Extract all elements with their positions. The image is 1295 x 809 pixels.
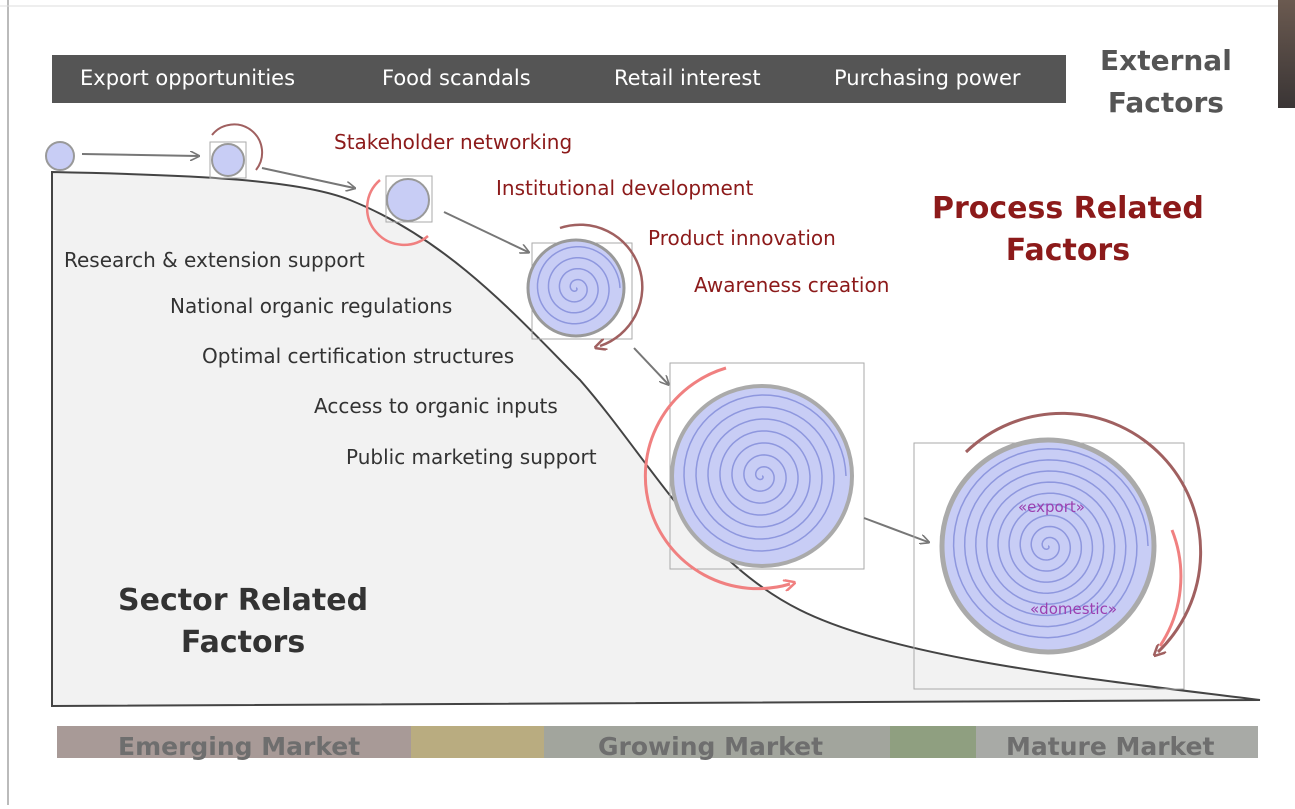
market-transition-2: [890, 726, 976, 758]
external-item-retail: Retail interest: [614, 66, 761, 90]
sector-factor-certification: Optimal certification structures: [202, 344, 515, 368]
external-item-purchasing: Purchasing power: [834, 66, 1021, 90]
process-title-line-2: Factors: [1005, 233, 1131, 268]
process-factor-institutional: Institutional development: [496, 176, 754, 200]
process-factor-stakeholder: Stakeholder networking: [334, 130, 573, 154]
market-emerging: [57, 726, 411, 758]
arrow-2: [261, 167, 354, 188]
spiral6-path: [952, 448, 1149, 639]
market-transition-1: [411, 726, 544, 758]
sector-factor-inputs: Access to organic inputs: [314, 394, 558, 418]
external-item-export: Export opportunities: [80, 66, 296, 90]
sector-related-title: Sector Related Factors: [118, 580, 368, 664]
sector-factor-regulations: National organic regulations: [170, 294, 453, 318]
external-item-food: Food scandals: [382, 66, 531, 90]
cycle-arrow-5-red: [643, 366, 790, 589]
market-growing: [544, 726, 890, 758]
stage-circle-2: [211, 143, 245, 177]
cycle-arrow-6-red: [1158, 529, 1183, 647]
cycle-arrow-6-brown: [964, 411, 1203, 652]
cycle-arrow-3-red: [365, 179, 429, 247]
external-title-line-2: Factors: [1107, 86, 1224, 119]
external-factors-bar: [52, 55, 1066, 103]
sector-title-line-2: Factors: [180, 625, 306, 660]
arrow-3: [443, 211, 528, 252]
sector-factor-marketing: Public marketing support: [346, 445, 597, 469]
sector-title-line-1: Sector Related: [118, 583, 369, 618]
process-factor-awareness: Awareness creation: [694, 273, 890, 297]
spiral-label-domestic: «domestic»: [1030, 600, 1118, 618]
cycle-arrow-4: [559, 223, 644, 346]
market-label-mature: Mature Market: [1006, 732, 1215, 761]
process-related-title: Process Related Factors: [932, 188, 1204, 272]
spiral-label-export: «export»: [1018, 498, 1085, 516]
sector-factor-research: Research & extension support: [64, 248, 365, 272]
arrow-4: [633, 347, 668, 384]
stage-box-2: [209, 141, 247, 179]
spiral-6: [952, 448, 1149, 639]
corner-thumbnail: [1278, 0, 1295, 108]
external-factors-title: External Factors: [1100, 40, 1232, 124]
spiral-5: [683, 394, 847, 552]
arrow-5: [863, 517, 928, 542]
process-factor-product: Product innovation: [648, 226, 836, 250]
spiral4-path: [536, 246, 621, 325]
market-label-growing: Growing Market: [598, 732, 824, 761]
stage-box-5: [669, 362, 865, 570]
stage-box-3: [385, 175, 433, 223]
sector-curve: [51, 170, 1261, 708]
arrow-1: [81, 154, 198, 156]
market-mature: [976, 726, 1258, 758]
spiral-4: [536, 246, 621, 325]
market-label-emerging: Emerging Market: [118, 732, 361, 761]
stage-circle-1: [45, 141, 75, 171]
cycle-arrow-2: [211, 123, 264, 171]
external-title-line-1: External: [1100, 44, 1232, 77]
process-title-line-1: Process Related: [932, 191, 1204, 226]
spiral5-path: [683, 394, 847, 552]
stage-circle-3: [386, 178, 430, 222]
